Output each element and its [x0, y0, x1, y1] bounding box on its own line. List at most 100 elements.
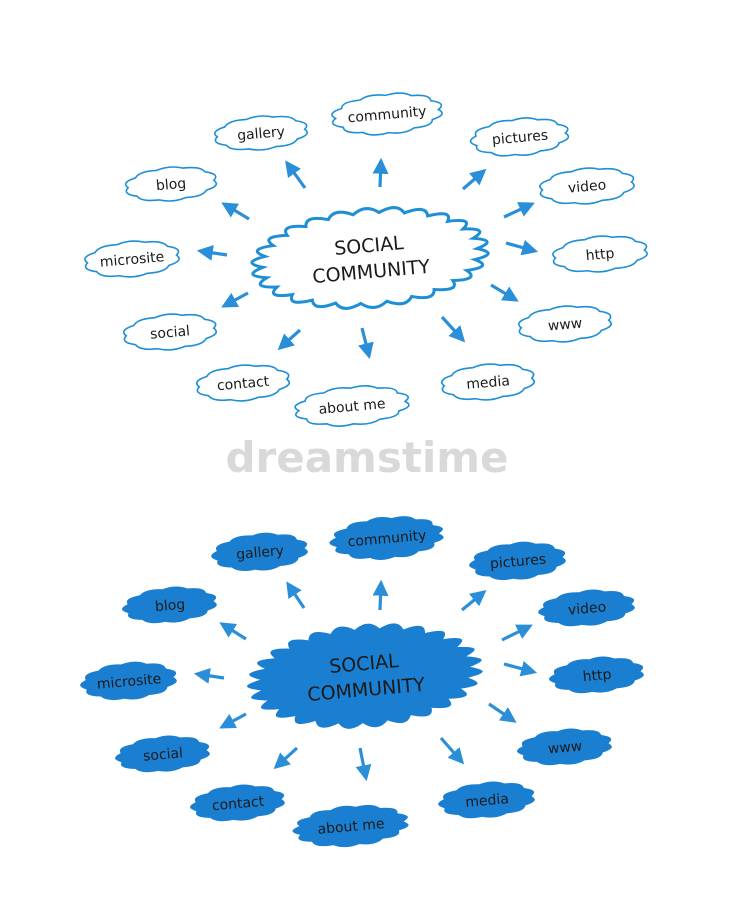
arrow-1 — [461, 168, 487, 191]
arrow-4 — [490, 283, 519, 302]
node-cloud-10-shape — [120, 585, 219, 625]
node-cloud-1: pictures — [469, 117, 570, 157]
node-cloud-4-shape — [518, 305, 612, 343]
node-label: community — [347, 528, 427, 551]
node-cloud-4-shape — [515, 727, 614, 767]
node-label: pictures — [491, 128, 548, 149]
node-cloud-10: blog — [120, 585, 219, 625]
arrow-2 — [501, 624, 533, 642]
node-cloud-7: contact — [196, 364, 290, 402]
node-label: www — [547, 316, 583, 335]
node-label: http — [582, 667, 612, 685]
node-cloud-2: video — [539, 167, 635, 205]
node-cloud-11: gallery — [209, 531, 310, 573]
node-cloud-4: www — [518, 305, 612, 343]
node-cloud-8-shape — [123, 313, 217, 351]
node-cloud-3: http — [547, 655, 646, 695]
node-cloud-11-shape — [209, 531, 310, 573]
node-label: gallery — [237, 124, 286, 144]
node-cloud-0-shape — [331, 92, 443, 136]
node-cloud-10: blog — [124, 166, 218, 202]
node-cloud-0: community — [331, 92, 443, 136]
node-label: contact — [211, 794, 265, 815]
node-cloud-9-shape — [78, 660, 179, 702]
node-label: www — [547, 739, 583, 758]
node-label: social — [143, 745, 184, 764]
arrow-6 — [355, 747, 372, 782]
node-cloud-0-shape — [328, 514, 445, 562]
node-label: video — [567, 599, 606, 618]
arrow-11 — [286, 581, 306, 609]
node-cloud-3: http — [552, 235, 648, 273]
node-cloud-4: www — [515, 727, 614, 767]
node-cloud-7: contact — [188, 783, 287, 823]
node-cloud-11-shape — [214, 115, 308, 151]
node-cloud-1-shape — [469, 117, 570, 157]
center-cloud-shape — [245, 622, 484, 731]
node-label: microsite — [96, 671, 162, 693]
node-cloud-9-shape — [84, 240, 180, 278]
node-label: about me — [317, 816, 385, 838]
node-label: blog — [154, 597, 186, 616]
node-cloud-2-shape — [536, 588, 636, 628]
center-cloud-shape — [250, 206, 490, 310]
arrow-9 — [196, 244, 228, 261]
node-cloud-6: about me — [294, 385, 410, 427]
arrow-5 — [440, 315, 466, 343]
arrow-5 — [439, 736, 465, 765]
node-label: media — [465, 791, 510, 811]
node-cloud-11: gallery — [214, 115, 308, 151]
arrow-10 — [219, 622, 247, 641]
arrow-9 — [193, 667, 225, 684]
arrow-1 — [460, 589, 487, 612]
arrow-7 — [277, 328, 302, 351]
arrow-3 — [503, 660, 538, 677]
node-cloud-5: media — [441, 363, 535, 401]
watermark-text: dreamstime — [225, 433, 508, 482]
node-label: http — [585, 246, 615, 264]
arrow-8 — [219, 712, 247, 729]
node-cloud-1-shape — [467, 540, 568, 582]
arrow-10 — [221, 202, 250, 221]
node-cloud-6-shape — [294, 385, 410, 427]
arrow-8 — [221, 291, 249, 308]
outline-diagram: community pictures video http www media about … — [84, 92, 648, 427]
node-label: video — [567, 177, 606, 196]
node-cloud-2-shape — [539, 167, 635, 205]
node-cloud-8: social — [113, 734, 212, 774]
node-label: gallery — [236, 543, 285, 563]
node-cloud-5-shape — [436, 780, 536, 820]
node-label: community — [347, 104, 427, 127]
filled-diagram: community pictures video http www media about … — [78, 514, 646, 849]
node-cloud-1: pictures — [467, 540, 568, 582]
node-cloud-7-shape — [188, 783, 287, 823]
node-label: pictures — [489, 552, 546, 573]
node-label: microsite — [99, 249, 165, 271]
node-cloud-2: video — [536, 588, 636, 628]
arrow-7 — [273, 746, 299, 770]
node-label: about me — [318, 396, 386, 418]
node-cloud-5-shape — [441, 363, 535, 401]
arrow-0 — [372, 579, 389, 611]
node-cloud-8-shape — [113, 734, 212, 774]
arrow-4 — [488, 702, 517, 723]
node-label: blog — [155, 176, 187, 195]
node-cloud-10-shape — [124, 166, 218, 202]
arrow-3 — [505, 239, 539, 256]
node-cloud-7-shape — [196, 364, 290, 402]
node-label: media — [466, 373, 511, 393]
node-cloud-0: community — [328, 514, 445, 562]
node-cloud-5: media — [436, 780, 536, 820]
node-label: contact — [216, 374, 270, 395]
arrow-0 — [372, 157, 389, 188]
node-cloud-9: microsite — [84, 240, 180, 278]
node-cloud-6-shape — [291, 803, 410, 849]
node-cloud-3-shape — [552, 235, 648, 273]
node-cloud-8: social — [123, 313, 217, 351]
arrow-11 — [285, 160, 307, 189]
arrow-6 — [358, 327, 374, 360]
arrow-2 — [503, 202, 535, 219]
